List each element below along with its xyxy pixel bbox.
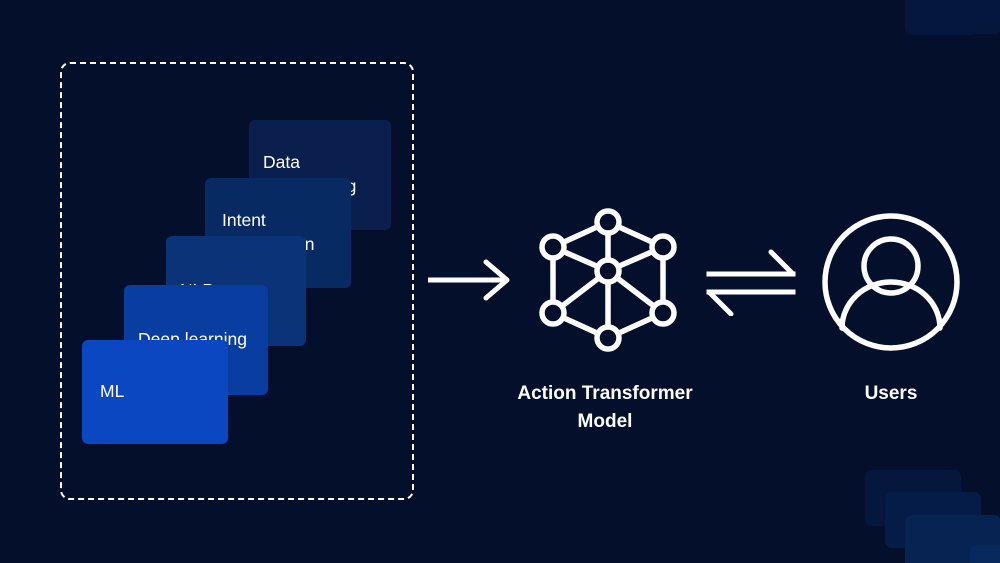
- network-cube-icon: [539, 208, 677, 352]
- user-circle-icon: [822, 213, 960, 351]
- card-ml[interactable]: ML: [82, 340, 228, 444]
- decoration-bottom-right-4: [970, 545, 1000, 563]
- capabilities-group: [60, 62, 414, 500]
- decoration-top-right-2: [905, 0, 977, 35]
- right-arrow-icon: [428, 259, 510, 301]
- model-caption: Action Transformer Model: [517, 383, 693, 432]
- bidirectional-arrow-icon: [706, 249, 796, 316]
- card-ml-label: ML: [100, 381, 125, 402]
- users-caption: Users: [864, 383, 918, 404]
